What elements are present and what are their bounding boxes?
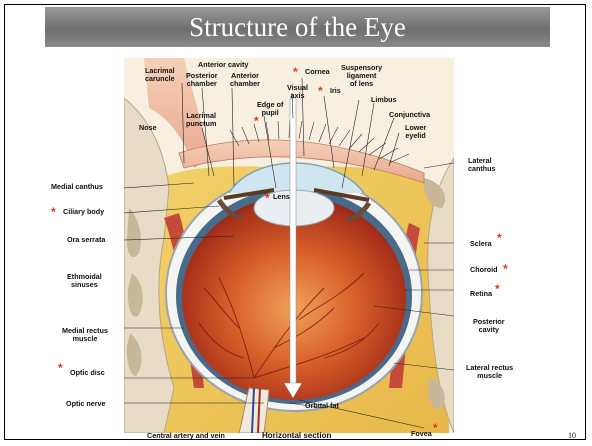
label-fovea: Fovea — [411, 430, 432, 438]
label-lateral-canthus: Lateral canthus — [468, 157, 496, 173]
highlight-marker-lens: * — [265, 193, 270, 203]
label-limbus: Limbus — [371, 96, 397, 104]
label-orbital-fat: Orbital fat — [305, 402, 339, 410]
highlight-marker-optic-disc: * — [58, 363, 63, 373]
label-medial-canthus: Medial canthus — [51, 183, 103, 191]
label-choroid: Choroid — [470, 266, 498, 274]
label-iris: Iris — [330, 87, 341, 95]
highlight-marker-sclera: * — [497, 233, 502, 243]
label-optic-nerve: Optic nerve — [66, 400, 106, 408]
highlight-marker-choroid: * — [503, 264, 508, 274]
slide-title: Structure of the Eye — [189, 12, 406, 43]
highlight-marker-fovea: * — [433, 423, 438, 433]
label-anterior-cavity: Anterior cavity — [198, 61, 248, 69]
label-lateral-rectus-muscle: Lateral rectus muscle — [466, 364, 513, 380]
label-lower-eyelid: Lower eyelid — [405, 124, 426, 140]
highlight-marker-retina: * — [495, 284, 500, 294]
highlight-marker-iris: * — [318, 86, 323, 96]
label-posterior-cavity: Posterior cavity — [473, 318, 505, 334]
label-retina: Retina — [470, 290, 492, 298]
label-lens: Lens — [273, 193, 290, 201]
label-medial-rectus-muscle: Medial rectus muscle — [62, 327, 108, 343]
label-central-artery-and-vein: Central artery and vein — [147, 432, 225, 440]
label-suspensory-ligament: Suspensory ligament of lens — [341, 64, 382, 88]
label-visual-axis: Visual axis — [287, 84, 308, 100]
label-nose: Nose — [139, 124, 157, 132]
label-lacrimal-caruncle: Lacrimal caruncle — [145, 67, 175, 83]
title-bar: Structure of the Eye — [45, 7, 550, 47]
label-edge-of-pupil: Edge of pupil — [257, 101, 283, 117]
label-horizontal-section: Horizontal section — [262, 432, 331, 440]
label-cornea: Cornea — [305, 68, 330, 76]
highlight-marker-cornea: * — [293, 67, 298, 77]
label-ciliary-body: Ciliary body — [63, 208, 104, 216]
label-anterior-chamber: Anterior chamber — [230, 72, 260, 88]
label-conjunctiva: Conjunctiva — [389, 111, 430, 119]
label-sclera: Sclera — [470, 240, 492, 248]
label-lacrimal-punctum: Lacrimal punctum — [186, 112, 216, 128]
label-ora-serrata: Ora serrata — [67, 236, 105, 244]
page-number: 10 — [568, 431, 576, 440]
highlight-marker-ciliary-body: * — [51, 207, 56, 217]
label-optic-disc: Optic disc — [70, 369, 105, 377]
label-posterior-chamber: Posterior chamber — [186, 72, 218, 88]
label-ethmoidal-sinuses: Ethmoidal sinuses — [67, 273, 102, 289]
highlight-marker-pupil: * — [254, 116, 259, 126]
